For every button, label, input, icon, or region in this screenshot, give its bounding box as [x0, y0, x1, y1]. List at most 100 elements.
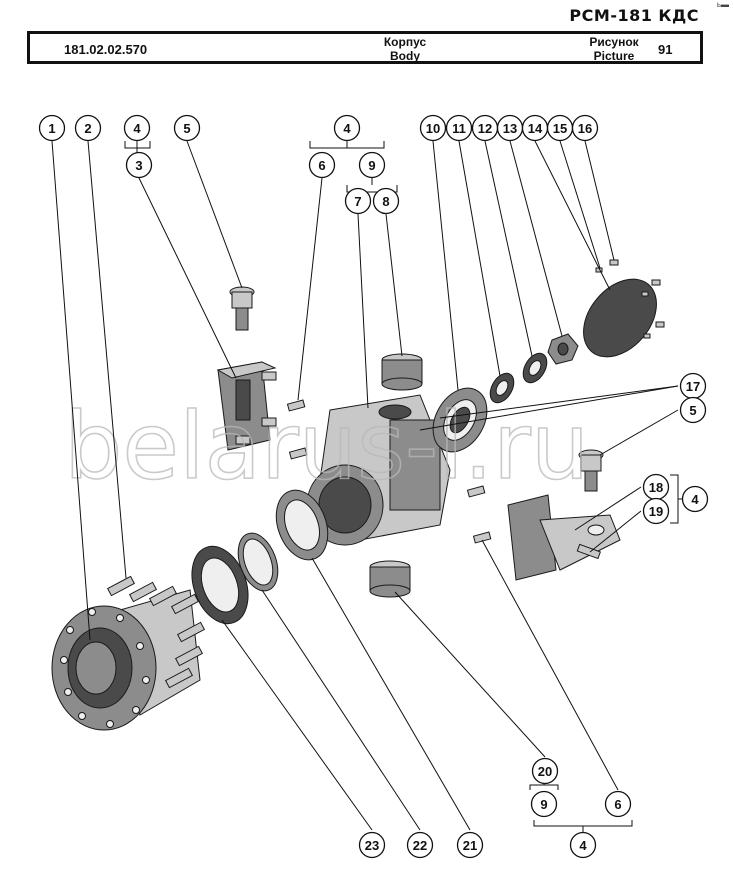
callout-label: 19	[649, 504, 663, 519]
callout-c9a: 9	[358, 151, 386, 179]
callout-circle	[173, 114, 201, 142]
callout-circle	[456, 831, 484, 859]
corner-mark: ь▬	[716, 0, 729, 9]
bearing	[432, 387, 488, 453]
callout-label: 17	[686, 379, 700, 394]
callout-circle	[419, 114, 447, 142]
callout-label: 6	[614, 797, 621, 812]
callout-c2: 2	[74, 114, 102, 142]
part-code: 181.02.02.570	[64, 42, 148, 57]
callout-c12: 12	[471, 114, 499, 142]
callout-c7: 7	[344, 187, 372, 215]
group-brackets	[124, 141, 685, 832]
callout-circle	[530, 790, 558, 818]
washers	[489, 352, 548, 404]
callout-c13: 13	[496, 114, 524, 142]
picture-label-en: Picture	[593, 49, 635, 63]
callout-label: 6	[318, 158, 325, 173]
picture-label-ru: Рисунок	[589, 35, 639, 49]
leader-lines	[51, 140, 679, 831]
callout-c1: 1	[38, 114, 66, 142]
callout-label: 2	[84, 121, 91, 136]
flange-hub	[51, 589, 201, 731]
callout-circle	[358, 151, 386, 179]
callout-c10: 10	[419, 114, 447, 142]
picture-label: Рисунок Picture	[564, 35, 664, 63]
callout-c6a: 6	[308, 151, 336, 179]
cover	[583, 278, 657, 358]
left-bracket	[216, 361, 277, 451]
callout-c21: 21	[456, 831, 484, 859]
callout-c11: 11	[445, 114, 473, 142]
callout-label: 4	[133, 121, 141, 136]
callout-label: 11	[452, 121, 466, 136]
callout-label: 14	[528, 121, 543, 136]
callout-label: 22	[413, 838, 427, 853]
dowel-pins-lower	[466, 485, 492, 544]
callout-c4c: 4	[681, 485, 709, 513]
callout-label: 16	[578, 121, 592, 136]
callout-circle	[604, 790, 632, 818]
callout-label: 4	[691, 492, 699, 507]
callout-label: 3	[135, 158, 142, 173]
callout-circle	[569, 831, 597, 859]
callout-label: 9	[368, 158, 375, 173]
right-bracket	[507, 494, 621, 581]
callout-circle	[38, 114, 66, 142]
callout-circle	[74, 114, 102, 142]
callout-c6b: 6	[604, 790, 632, 818]
dowel-pins-upper	[286, 399, 308, 460]
callout-c4a: 4	[123, 114, 151, 142]
callout-c9b: 9	[530, 790, 558, 818]
ring-21	[275, 489, 329, 561]
bolts	[106, 575, 206, 689]
callout-circle	[333, 114, 361, 142]
callout-label: 8	[382, 194, 389, 209]
bushing-top	[381, 353, 423, 391]
callout-c8: 8	[372, 187, 400, 215]
callout-label: 12	[478, 121, 492, 136]
callout-label: 5	[183, 121, 190, 136]
callout-circle	[123, 114, 151, 142]
callout-c18: 18	[642, 473, 670, 501]
callout-c19: 19	[642, 497, 670, 525]
callout-label: 10	[426, 121, 440, 136]
callout-circle	[531, 757, 559, 785]
callout-label: 7	[354, 194, 361, 209]
callout-circle	[406, 831, 434, 859]
callout-c22: 22	[406, 831, 434, 859]
callout-circle	[125, 151, 153, 179]
callout-c23: 23	[358, 831, 386, 859]
callout-label: 1	[48, 121, 55, 136]
callout-label: 4	[579, 838, 587, 853]
callout-circle	[372, 187, 400, 215]
seal-23	[191, 545, 249, 625]
callout-circle	[344, 187, 372, 215]
callout-c4b: 4	[333, 114, 361, 142]
callout-c20: 20	[531, 757, 559, 785]
callout-label: 5	[689, 403, 696, 418]
small-fasteners	[595, 259, 665, 339]
callout-circle	[571, 114, 599, 142]
part-name: Корпус Body	[350, 35, 460, 63]
callout-label: 20	[538, 764, 552, 779]
callout-c5a: 5	[173, 114, 201, 142]
callout-c14: 14	[521, 114, 549, 142]
callout-label: 4	[343, 121, 351, 136]
callout-circle	[642, 497, 670, 525]
title-block: 181.02.02.570 Корпус Body Рисунок Pictur…	[27, 31, 703, 64]
watermark: belarus-l.ru	[64, 393, 589, 500]
callout-c17: 17	[679, 372, 707, 400]
callout-label: 13	[503, 121, 517, 136]
pin-top	[229, 286, 255, 331]
bushing-lower	[369, 560, 411, 598]
callout-circle	[308, 151, 336, 179]
callout-c5b: 5	[679, 396, 707, 424]
callout-c3: 3	[125, 151, 153, 179]
part-name-ru: Корпус	[383, 35, 427, 49]
document-title: РСМ-181 КДС	[569, 6, 699, 25]
nut	[547, 333, 579, 365]
callout-label: 15	[553, 121, 567, 136]
callout-label: 23	[365, 838, 379, 853]
